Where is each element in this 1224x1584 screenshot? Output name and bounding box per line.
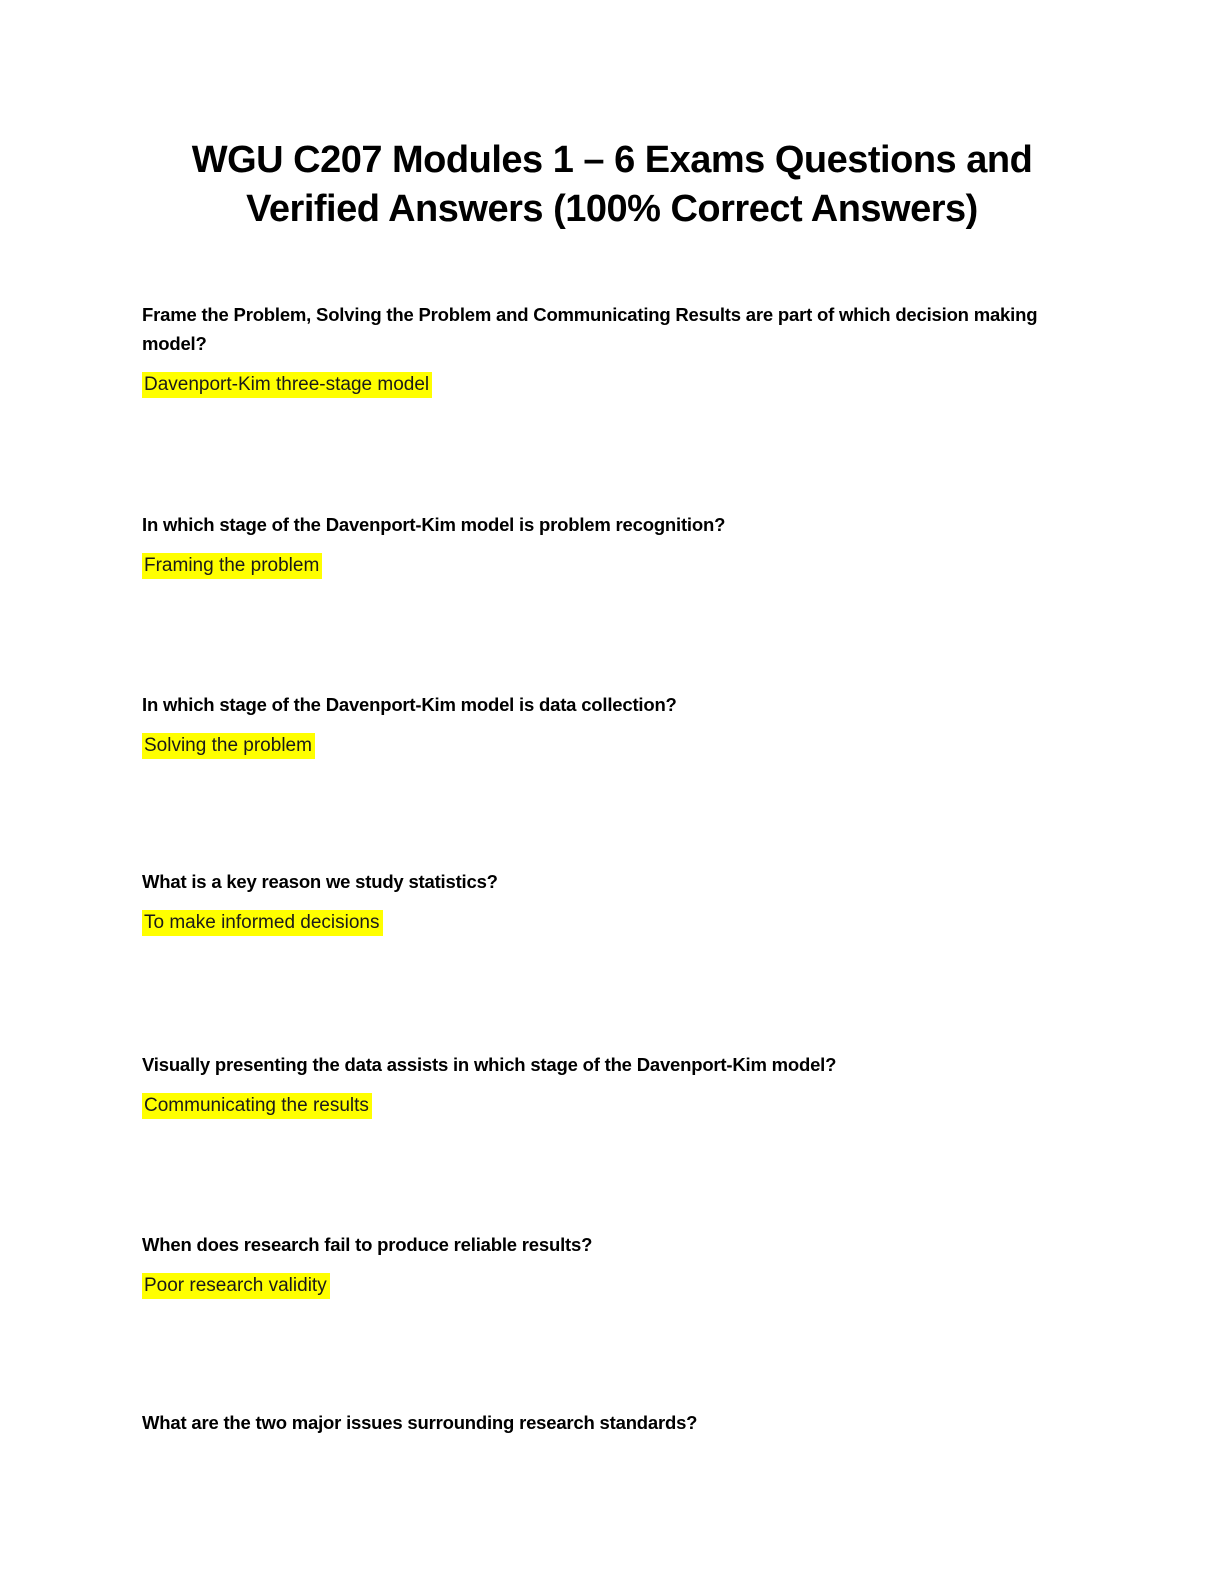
highlighted-answer: Framing the problem	[142, 553, 323, 579]
question-text: Frame the Problem, Solving the Problem a…	[142, 304, 1038, 354]
question-text: In which stage of the Davenport-Kim mode…	[142, 514, 726, 535]
page-title: WGU C207 Modules 1 – 6 Exams Questions a…	[0, 136, 1224, 234]
qa-block-1: Frame the Problem, Solving the Problem a…	[142, 300, 1074, 398]
answer-line: Poor research validity	[142, 1272, 1074, 1299]
qa-block-3: In which stage of the Davenport-Kim mode…	[142, 690, 1074, 759]
highlighted-answer: To make informed decisions	[142, 910, 383, 936]
qa-block-5: Visually presenting the data assists in …	[142, 1050, 1074, 1119]
question-text: In which stage of the Davenport-Kim mode…	[142, 694, 677, 715]
highlighted-answer: Solving the problem	[142, 733, 315, 759]
highlighted-answer: Poor research validity	[142, 1273, 330, 1299]
question-text: What are the two major issues surroundin…	[142, 1412, 698, 1433]
question-text: When does research fail to produce relia…	[142, 1234, 593, 1255]
qa-block-7: What are the two major issues surroundin…	[142, 1408, 1074, 1437]
qa-block-2: In which stage of the Davenport-Kim mode…	[142, 510, 1074, 579]
question-text: What is a key reason we study statistics…	[142, 871, 498, 892]
qa-block-6: When does research fail to produce relia…	[142, 1230, 1074, 1299]
answer-line: To make informed decisions	[142, 909, 1074, 936]
highlighted-answer: Communicating the results	[142, 1093, 372, 1119]
answer-line: Framing the problem	[142, 552, 1074, 579]
highlighted-answer: Davenport-Kim three-stage model	[142, 372, 433, 398]
page-title-line-1: WGU C207 Modules 1 – 6 Exams Questions a…	[191, 139, 1033, 181]
answer-line: Davenport-Kim three-stage model	[142, 371, 1074, 398]
page-title-line-2: Verified Answers (100% Correct Answers)	[246, 188, 978, 230]
question-text: Visually presenting the data assists in …	[142, 1054, 837, 1075]
answer-line: Communicating the results	[142, 1092, 1074, 1119]
answer-line: Solving the problem	[142, 732, 1074, 759]
qa-block-4: What is a key reason we study statistics…	[142, 867, 1074, 936]
